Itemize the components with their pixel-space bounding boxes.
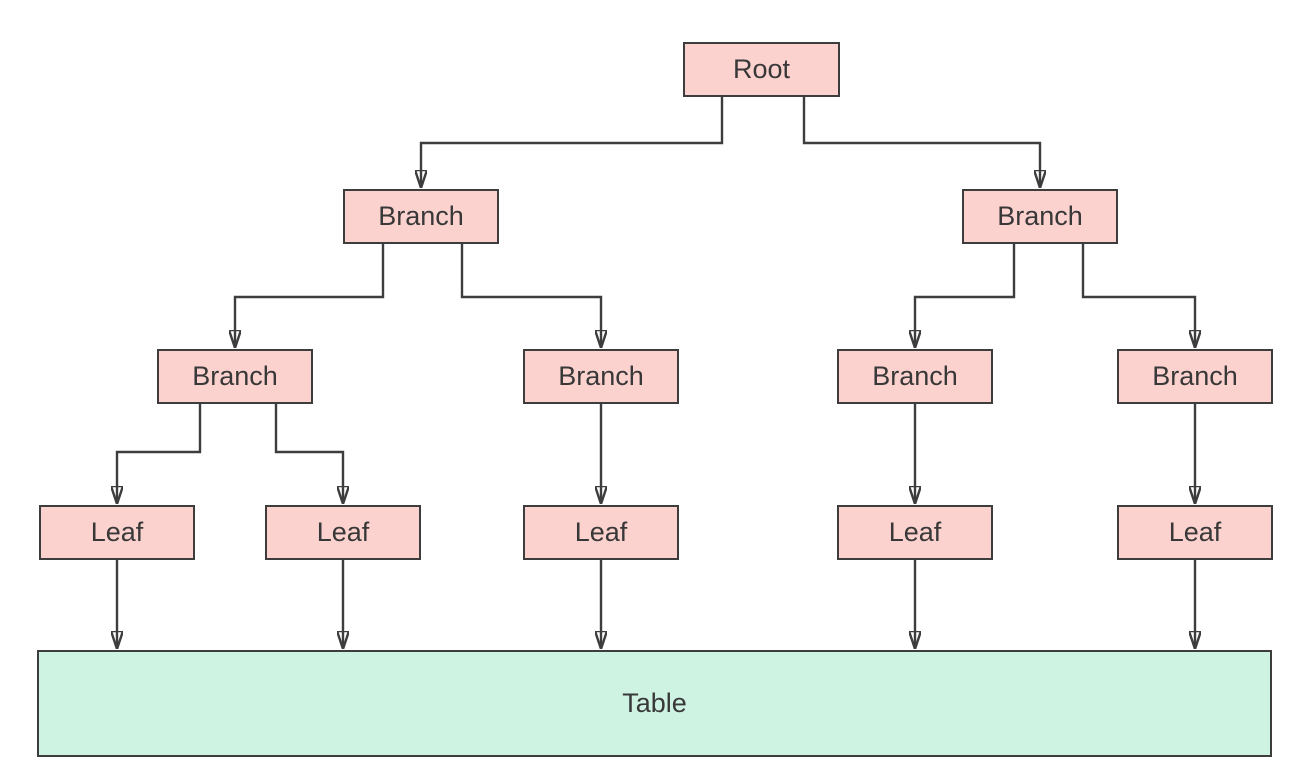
- edge-branchL-branchL2: [460, 244, 601, 347]
- edge-branchL-branchL1: [235, 244, 385, 347]
- node-label: Branch: [997, 201, 1083, 231]
- node-table: Table: [37, 650, 1272, 757]
- node-branch-right-2: Branch: [1117, 349, 1273, 404]
- edge-branchR-branchR2: [1081, 244, 1195, 347]
- edge-branchL1-leaf2: [274, 404, 343, 503]
- node-label: Table: [622, 688, 687, 718]
- node-label: Branch: [558, 361, 644, 391]
- edge-branchR-branchR1: [915, 244, 1016, 347]
- node-label: Leaf: [574, 517, 628, 547]
- node-root: Root: [683, 42, 840, 97]
- node-label: Leaf: [888, 517, 942, 547]
- node-label: Branch: [1152, 361, 1238, 391]
- node-branch-left: Branch: [343, 189, 499, 244]
- node-leaf-1: Leaf: [39, 505, 195, 560]
- node-label: Branch: [872, 361, 958, 391]
- node-label: Leaf: [316, 517, 370, 547]
- node-label: Leaf: [1168, 517, 1222, 547]
- node-label: Branch: [378, 201, 464, 231]
- edge-root-branch-right: [802, 97, 1040, 187]
- node-leaf-4: Leaf: [837, 505, 993, 560]
- node-branch-right-1: Branch: [837, 349, 993, 404]
- node-leaf-2: Leaf: [265, 505, 421, 560]
- node-label: Branch: [192, 361, 278, 391]
- node-leaf-3: Leaf: [523, 505, 679, 560]
- node-label: Root: [732, 54, 791, 84]
- edge-root-branch-left: [421, 97, 724, 187]
- node-branch-right: Branch: [962, 189, 1118, 244]
- node-label: Leaf: [90, 517, 144, 547]
- edge-branchL1-leaf1: [117, 404, 202, 503]
- node-branch-left-2: Branch: [523, 349, 679, 404]
- node-leaf-5: Leaf: [1117, 505, 1273, 560]
- node-branch-left-1: Branch: [157, 349, 313, 404]
